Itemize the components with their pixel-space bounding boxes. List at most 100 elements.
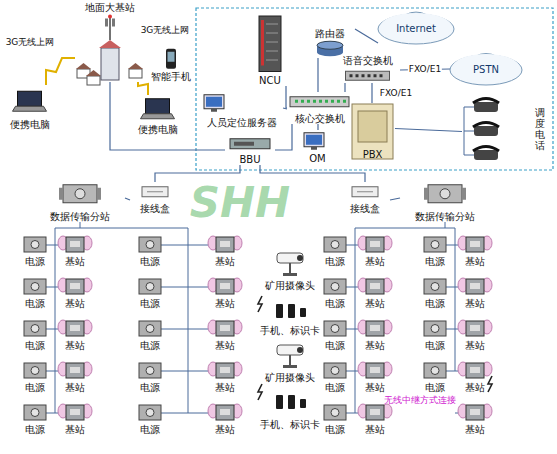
- device-node: 语音交换机: [335, 55, 400, 83]
- power-window: [431, 283, 439, 291]
- wire: [455, 228, 456, 371]
- wire: [355, 228, 455, 229]
- server-slot: [266, 60, 278, 61]
- power-window: [431, 325, 439, 333]
- power-window: [431, 241, 439, 249]
- substation-flange: [462, 188, 466, 200]
- camera-lens: [297, 347, 303, 353]
- cloud-shape: [378, 14, 454, 44]
- phone-screen: [168, 52, 175, 62]
- port: [307, 100, 310, 103]
- device-label: 电源: [140, 383, 160, 394]
- power-window: [31, 409, 39, 417]
- node-label: 便携电脑: [138, 124, 178, 136]
- cable-link: [317, 124, 318, 130]
- mine-phone: [276, 395, 283, 409]
- cable-link: [355, 29, 378, 43]
- power-box: [139, 363, 161, 378]
- dispatch-phone: [474, 102, 498, 112]
- base-station-box: [366, 237, 384, 252]
- wire: [161, 371, 215, 372]
- power-box: [24, 363, 46, 378]
- power-window: [146, 367, 154, 375]
- power-box: [324, 279, 346, 294]
- mine-phone: [288, 395, 295, 409]
- device-label: 电源: [25, 341, 45, 352]
- camera-base: [283, 365, 297, 368]
- dispatch-phone: [474, 126, 498, 136]
- base-station-box: [66, 405, 84, 420]
- annotation: 手机、标识卡: [260, 326, 320, 337]
- device-node: PSTN: [450, 55, 522, 85]
- device-label: 基站: [465, 425, 485, 436]
- device-label: 基站: [365, 257, 385, 268]
- device-label: 基站: [465, 257, 485, 268]
- port: [313, 100, 316, 103]
- base-station-panel: [470, 241, 480, 247]
- device-label: 基站: [365, 425, 385, 436]
- device-label: 电源: [325, 425, 345, 436]
- base-station-panel: [70, 409, 80, 415]
- wire: [355, 228, 356, 413]
- base-station-box: [466, 405, 484, 420]
- junction-mark: [357, 191, 373, 192]
- device-node: OM: [300, 130, 335, 164]
- phone-icon: [166, 49, 176, 69]
- device-label: 基站: [215, 299, 235, 310]
- power-box: [139, 321, 161, 336]
- server-slot: [266, 42, 278, 43]
- power-window: [431, 367, 439, 375]
- substation-box: [63, 185, 97, 203]
- power-window: [146, 241, 154, 249]
- base-station-box: [216, 321, 234, 336]
- device-label: 电源: [325, 257, 345, 268]
- mine-devices: [24, 236, 492, 420]
- cloud-fill: [452, 54, 520, 82]
- device-node: 地面大基站: [75, 2, 145, 82]
- device-label: 基站: [215, 383, 235, 394]
- node-label: 语音交换机: [343, 55, 393, 67]
- mine-wiring: [46, 222, 466, 413]
- monitor-screen: [306, 135, 322, 145]
- watermark: SHH: [190, 179, 291, 227]
- pbx-cabinet: [352, 104, 393, 159]
- base-station-box: [366, 321, 384, 336]
- wire: [188, 228, 189, 413]
- laptop-screen: [18, 91, 42, 106]
- mast-light: [108, 15, 112, 19]
- device-label: 电源: [425, 341, 445, 352]
- device-node: 数据传输分站: [35, 178, 125, 222]
- base-station-box: [216, 279, 234, 294]
- annotation: 无线中继方式连接: [384, 395, 456, 405]
- node-label: 人员定位服务器: [207, 117, 277, 129]
- power-window: [146, 325, 154, 333]
- port: [295, 100, 298, 103]
- device-label: 基站: [465, 341, 485, 352]
- device-label: 基站: [365, 299, 385, 310]
- power-window: [331, 241, 339, 249]
- cable-link: [275, 124, 292, 150]
- cable-link: [286, 86, 287, 108]
- edge-label: 3G无线上网: [5, 37, 56, 47]
- base-station-panel: [370, 367, 380, 373]
- device-node: 调度电话: [462, 92, 548, 165]
- device-label: 基站: [65, 341, 85, 352]
- base-station-box: [366, 363, 384, 378]
- monitor-stand: [211, 109, 217, 112]
- port: [343, 100, 346, 103]
- device-label: 电源: [140, 425, 160, 436]
- node-label: OM: [309, 153, 326, 165]
- mine-phone: [276, 304, 283, 318]
- base-station-box: [216, 363, 234, 378]
- camera-stand: [289, 354, 291, 366]
- power-box: [424, 279, 446, 294]
- edge-label: FXO/E1: [408, 64, 442, 74]
- node-label: PBX: [363, 149, 383, 161]
- power-box: [324, 363, 346, 378]
- house-roof: [86, 70, 101, 76]
- device-label: 基站: [65, 383, 85, 394]
- id-card: [300, 308, 306, 317]
- power-box: [424, 237, 446, 252]
- device-node: NCU: [250, 14, 290, 86]
- device-label: 电源: [140, 341, 160, 352]
